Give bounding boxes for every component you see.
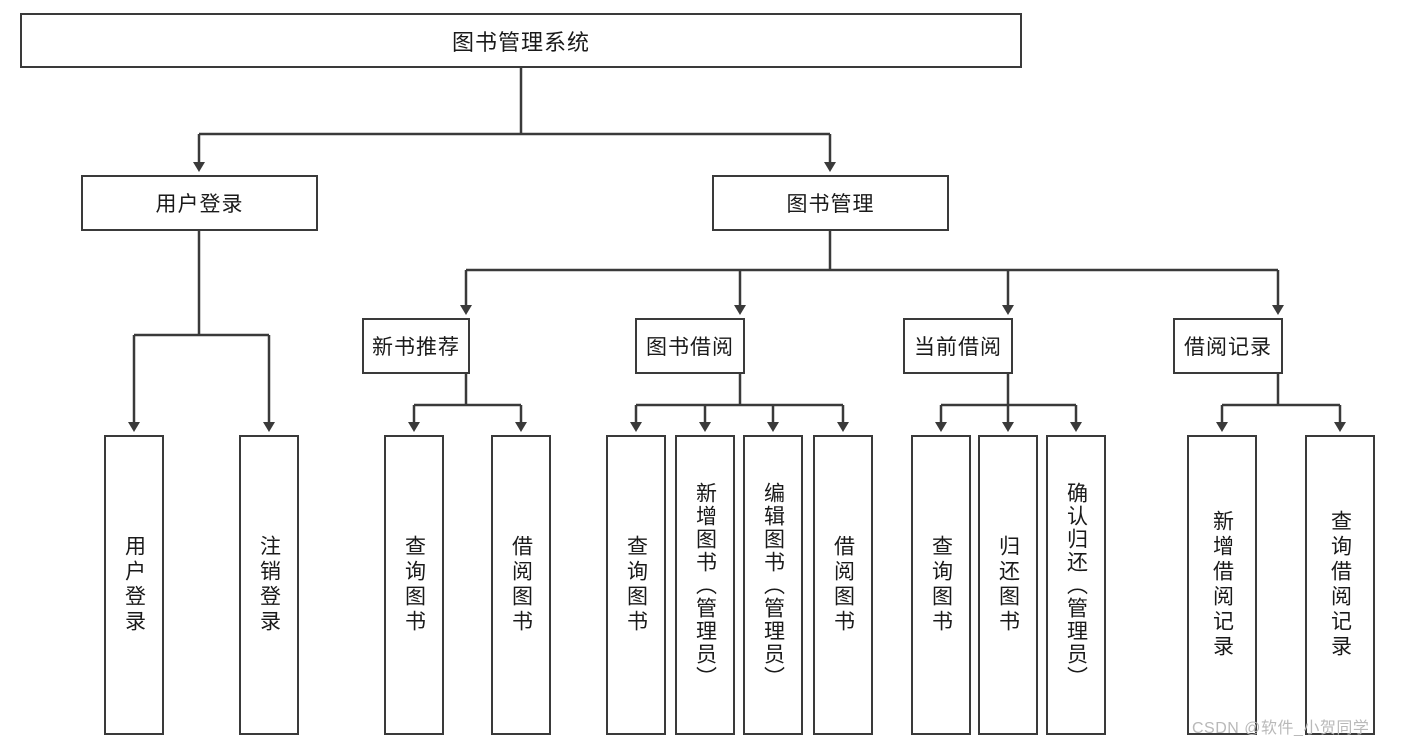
leaf-current-borrow-1[interactable]: 查询图书 <box>911 435 971 735</box>
node-book-manage[interactable]: 图书管理 <box>712 175 949 231</box>
leaf-borrow-record-2-label: 查询借阅记录 <box>1328 510 1352 660</box>
leaf-user-login-2[interactable]: 注销登录 <box>239 435 299 735</box>
leaf-new-book-rec-1-label: 查询图书 <box>402 535 426 635</box>
leaf-new-book-rec-1[interactable]: 查询图书 <box>384 435 444 735</box>
node-book-manage-label: 图书管理 <box>786 193 875 216</box>
leaf-borrow-record-1-label: 新增借阅记录 <box>1210 510 1234 660</box>
leaf-book-borrow-4-label: 借阅图书 <box>831 535 855 635</box>
leaf-user-login-1-label: 用户登录 <box>122 535 146 635</box>
leaf-current-borrow-1-label: 查询图书 <box>929 535 953 635</box>
node-book-borrow[interactable]: 图书借阅 <box>635 318 745 374</box>
node-root[interactable]: 图书管理系统 <box>20 13 1022 68</box>
node-current-borrow-label: 当前借阅 <box>914 336 1002 359</box>
leaf-new-book-rec-2[interactable]: 借阅图书 <box>491 435 551 735</box>
node-new-book-rec-label: 新书推荐 <box>372 336 460 359</box>
leaf-book-borrow-1-label: 查询图书 <box>624 535 648 635</box>
leaf-borrow-record-1[interactable]: 新增借阅记录 <box>1187 435 1257 735</box>
leaf-current-borrow-3-label: 确认归还（管理员） <box>1064 481 1088 689</box>
leaf-book-borrow-2[interactable]: 新增图书（管理员） <box>675 435 735 735</box>
leaf-new-book-rec-2-label: 借阅图书 <box>509 535 533 635</box>
node-new-book-rec[interactable]: 新书推荐 <box>362 318 470 374</box>
leaf-current-borrow-2-label: 归还图书 <box>996 535 1020 635</box>
leaf-book-borrow-3-label: 编辑图书（管理员） <box>761 481 785 689</box>
node-book-borrow-label: 图书借阅 <box>646 336 734 359</box>
node-root-label: 图书管理系统 <box>451 29 590 55</box>
leaf-book-borrow-4[interactable]: 借阅图书 <box>813 435 873 735</box>
node-user-login[interactable]: 用户登录 <box>81 175 318 231</box>
leaf-book-borrow-1[interactable]: 查询图书 <box>606 435 666 735</box>
node-borrow-record[interactable]: 借阅记录 <box>1173 318 1283 374</box>
leaf-user-login-1[interactable]: 用户登录 <box>104 435 164 735</box>
leaf-borrow-record-2[interactable]: 查询借阅记录 <box>1305 435 1375 735</box>
node-user-login-label: 用户登录 <box>155 193 244 216</box>
leaf-user-login-2-label: 注销登录 <box>257 535 281 635</box>
leaf-current-borrow-2[interactable]: 归还图书 <box>978 435 1038 735</box>
node-borrow-record-label: 借阅记录 <box>1184 336 1272 359</box>
leaf-current-borrow-3[interactable]: 确认归还（管理员） <box>1046 435 1106 735</box>
csdn-watermark: CSDN @软件_小贺同学 <box>1192 720 1370 737</box>
leaf-book-borrow-2-label: 新增图书（管理员） <box>693 481 717 689</box>
node-current-borrow[interactable]: 当前借阅 <box>903 318 1013 374</box>
leaf-book-borrow-3[interactable]: 编辑图书（管理员） <box>743 435 803 735</box>
